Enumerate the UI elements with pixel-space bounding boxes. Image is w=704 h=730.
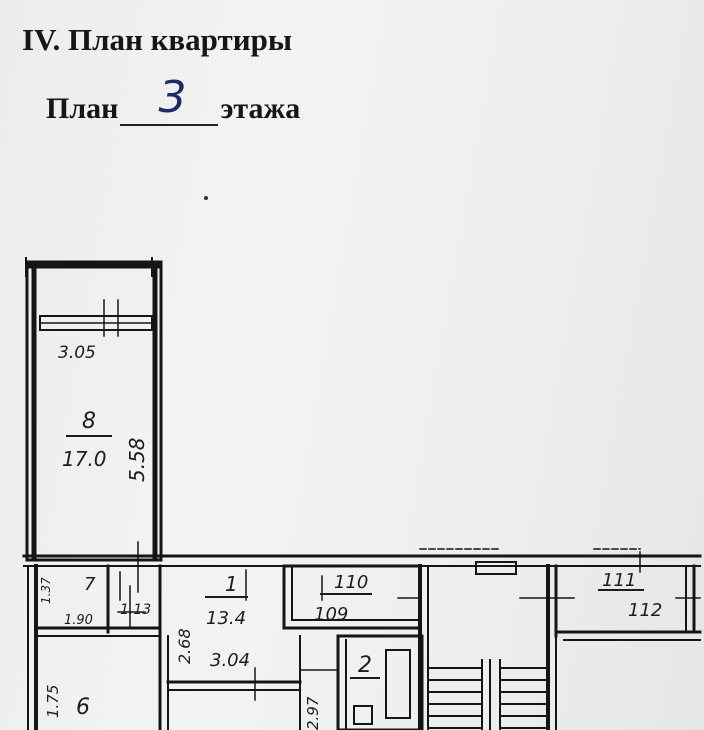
floor-number-blank: 3 (120, 72, 219, 126)
room-8-width: 3.05 (58, 343, 96, 363)
room-8-number: 8 (82, 409, 96, 434)
floor-suffix: этажа (220, 92, 301, 125)
room-8-area: 17.0 (62, 447, 107, 471)
room-1-area: 13.4 (206, 608, 246, 629)
room-6-number: 6 (76, 695, 90, 720)
staircase-steps (429, 659, 547, 730)
room-7-width: 1.37 (39, 577, 53, 604)
room-111-area: 112 (628, 600, 662, 621)
room-1-length: 2.68 (175, 628, 194, 664)
room-1-number: 1 (225, 572, 238, 596)
room-110-number: 110 (334, 572, 368, 593)
room-1-width: 3.04 (210, 650, 250, 671)
floor-prefix: План (46, 92, 119, 125)
room-2-length: 2.97 (304, 696, 322, 730)
room-7-number: 7 (84, 574, 96, 595)
floor-number: 3 (158, 72, 187, 123)
floor-heading: План 3 этажа (46, 72, 301, 126)
ink-dot (204, 196, 208, 200)
room-8-length: 5.58 (125, 437, 149, 482)
room-7-length: 1.90 (64, 613, 93, 628)
room-110-area: 109 (314, 604, 348, 625)
room-2-number: 2 (358, 653, 372, 678)
room-6-length: 1.75 (44, 685, 62, 718)
room-8-outline (25, 260, 163, 562)
room-111-number: 111 (602, 570, 636, 591)
room-7b-label: 1.13 (120, 602, 151, 618)
section-title: IV. План квартиры (22, 22, 293, 57)
